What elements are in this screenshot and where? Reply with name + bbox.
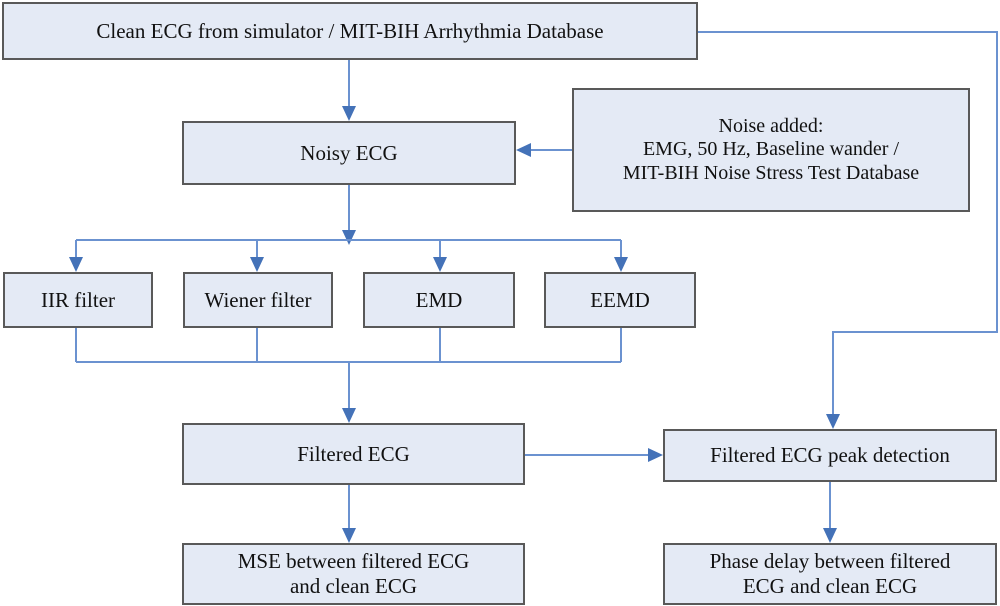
node-emd-label: EMD: [415, 287, 463, 312]
node-iir-filter-label: IIR filter: [40, 287, 116, 312]
node-mse-result[interactable]: MSE between filtered ECG and clean ECG: [182, 543, 525, 605]
arrowhead-noise-to-noisy: [516, 143, 531, 157]
node-noisy-ecg-line-1: Noisy ECG: [300, 140, 398, 165]
node-noise-added[interactable]: Noise added: EMG, 50 Hz, Baseline wander…: [572, 88, 970, 212]
node-phase-delay-result-line-1: Phase delay between filtered: [709, 549, 951, 574]
arrowhead-bus-to-iir: [69, 257, 83, 272]
node-clean-ecg[interactable]: Clean ECG from simulator / MIT-BIH Arrhy…: [2, 2, 698, 60]
node-noise-added-line-3: MIT-BIH Noise Stress Test Database: [622, 161, 920, 184]
arrowhead-filtered-to-mse: [342, 528, 356, 543]
node-phase-delay-result-line-2: ECG and clean ECG: [742, 574, 918, 598]
arrowhead-noisy-to-bus: [342, 230, 356, 245]
node-mse-result-line-2: and clean ECG: [289, 574, 418, 598]
node-filtered-ecg-label: Filtered ECG: [297, 441, 410, 466]
node-eemd[interactable]: EEMD: [544, 272, 696, 328]
arrowhead-peak-detection-to-phase-delay: [823, 528, 837, 543]
node-iir-filter[interactable]: IIR filter: [3, 272, 153, 328]
node-wiener-filter-label: Wiener filter: [204, 287, 312, 312]
node-eemd-label: EEMD: [590, 287, 650, 312]
node-filtered-ecg-peak-detection-label: Filtered ECG peak detection: [710, 443, 950, 468]
arrowhead-bus-to-emd: [433, 257, 447, 272]
node-phase-delay-result[interactable]: Phase delay between filtered ECG and cle…: [663, 543, 997, 605]
node-clean-ecg-line-1: Clean ECG from simulator / MIT-BIH Arrhy…: [96, 18, 604, 43]
arrowhead-filtered-to-peak-detection: [648, 448, 663, 462]
node-noise-added-line-2: EMG, 50 Hz, Baseline wander /: [642, 138, 900, 161]
node-wiener-filter[interactable]: Wiener filter: [183, 272, 333, 328]
arrowhead-merge-to-filtered: [342, 408, 356, 423]
arrowhead-clean-to-peak-detection: [826, 414, 840, 429]
node-filtered-ecg[interactable]: Filtered ECG: [182, 423, 525, 485]
node-noisy-ecg[interactable]: Noisy ECG: [182, 121, 516, 185]
arrowhead-bus-to-eemd: [614, 257, 628, 272]
node-filtered-ecg-peak-detection[interactable]: Filtered ECG peak detection: [663, 429, 997, 482]
node-mse-result-line-1: MSE between filtered ECG: [237, 549, 470, 574]
arrowhead-bus-to-wiener: [250, 257, 264, 272]
node-noise-added-line-1: Noise added:: [718, 114, 824, 137]
arrowhead-clean-to-noisy: [342, 106, 356, 121]
node-emd[interactable]: EMD: [363, 272, 515, 328]
